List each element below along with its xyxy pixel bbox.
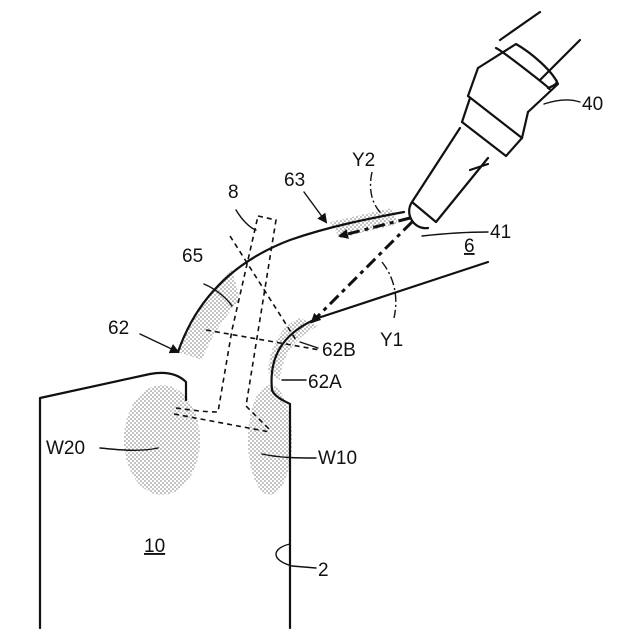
leader-63 (304, 192, 326, 222)
label-y1: Y1 (380, 330, 403, 351)
label-41: 41 (490, 222, 511, 243)
label-6: 6 (464, 236, 475, 257)
leader-41 (422, 232, 488, 236)
label-w20: W20 (46, 438, 85, 459)
label-62a: 62A (308, 372, 342, 393)
leader-40 (544, 100, 580, 104)
label-62b: 62B (322, 340, 356, 361)
label-2: 2 (318, 560, 329, 581)
injector-nozzle (409, 12, 580, 228)
wet-region-port-ceiling (330, 208, 398, 238)
leader-62b (300, 342, 318, 348)
spray-guide-y1 (382, 262, 396, 318)
spray-guide-y2 (371, 172, 385, 216)
leader-8 (236, 210, 256, 230)
wet-region-port-wall (178, 270, 240, 360)
port-lower-wall (272, 262, 488, 390)
label-65: 65 (182, 246, 203, 267)
label-62: 62 (108, 318, 129, 339)
wet-region-w20 (124, 385, 200, 495)
leader-2 (276, 544, 316, 568)
label-63: 63 (284, 170, 305, 191)
label-10: 10 (144, 536, 165, 557)
wet-region-port-floor (268, 318, 318, 380)
label-8: 8 (228, 182, 239, 203)
label-40: 40 (582, 94, 603, 115)
leader-62 (140, 334, 178, 352)
label-w10: W10 (318, 448, 357, 469)
label-y2: Y2 (352, 150, 375, 171)
spray-arrow-y1 (312, 222, 412, 322)
